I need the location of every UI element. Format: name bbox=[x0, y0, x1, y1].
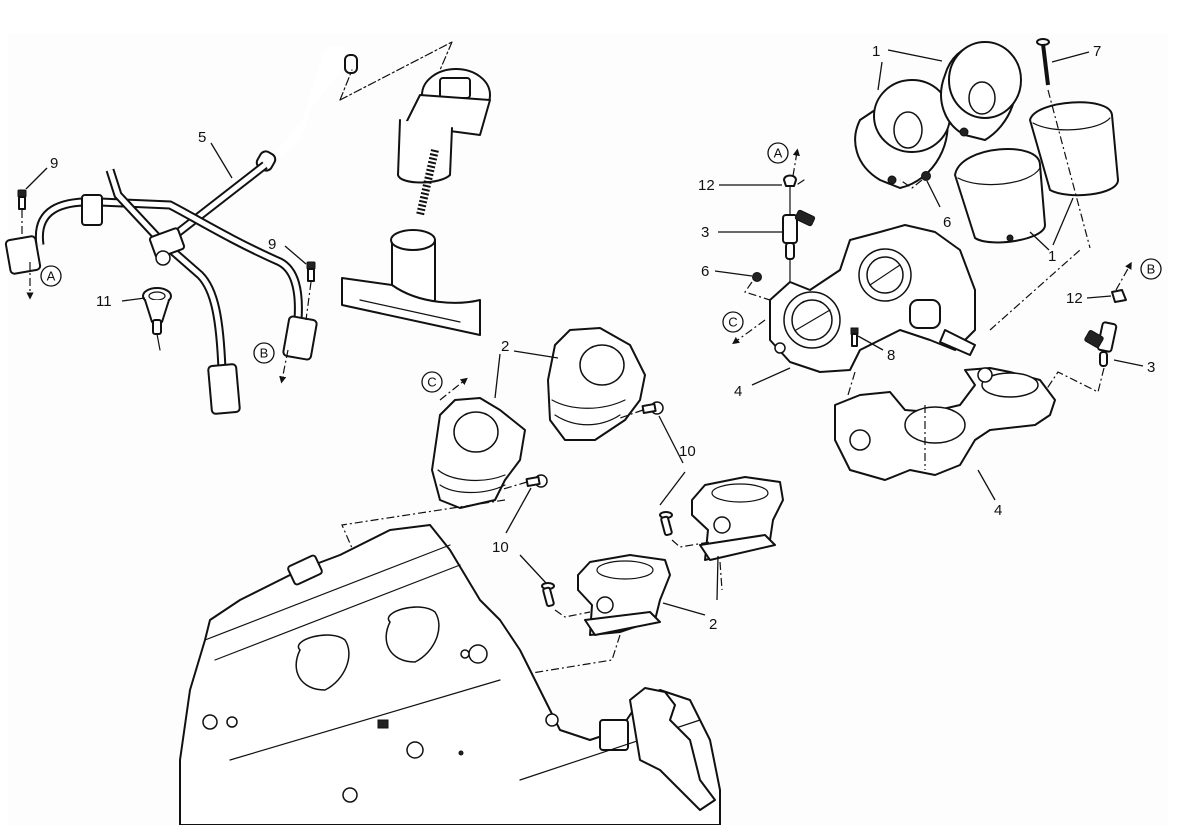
ref-b-rail: B bbox=[253, 342, 275, 364]
svg-text:C: C bbox=[728, 315, 737, 330]
injector-left bbox=[782, 148, 816, 286]
screw-6-lower bbox=[744, 272, 771, 301]
leader-lines bbox=[25, 49, 1144, 616]
callout-12: 12 bbox=[1066, 290, 1083, 307]
ref-b-injector: B bbox=[1140, 258, 1162, 280]
callout-8: 8 bbox=[887, 347, 895, 364]
callout-9: 9 bbox=[268, 236, 276, 253]
cylinder-head bbox=[179, 524, 721, 825]
air-funnel-upper-right bbox=[940, 41, 1022, 141]
svg-text:A: A bbox=[774, 146, 783, 161]
svg-text:C: C bbox=[427, 375, 436, 390]
screw-6-upper bbox=[899, 171, 931, 189]
callout-3: 3 bbox=[1147, 359, 1155, 376]
ref-c-throttle: C bbox=[722, 311, 744, 333]
callout-5: 5 bbox=[198, 129, 206, 146]
callout-11: 11 bbox=[96, 293, 112, 310]
svg-text:A: A bbox=[47, 269, 56, 284]
callout-labels: 1 1 2 2 3 3 4 4 5 6 6 7 8 9 9 10 10 11 1… bbox=[50, 43, 1155, 633]
fuel-pump bbox=[339, 41, 491, 336]
fuel-rail bbox=[4, 45, 358, 415]
ref-c-manifold: C bbox=[421, 371, 443, 393]
callout-9: 9 bbox=[50, 155, 58, 172]
throttle-body-lower bbox=[834, 249, 1081, 481]
fuel-fitting bbox=[142, 287, 172, 351]
callout-10: 10 bbox=[492, 539, 509, 556]
callout-6: 6 bbox=[943, 214, 951, 231]
screw-10-lower-left bbox=[541, 582, 591, 618]
throttle-body-upper bbox=[732, 224, 976, 373]
intake-manifold-lower-left bbox=[577, 554, 671, 636]
intake-manifold-upper-left bbox=[431, 377, 526, 509]
bolt-7 bbox=[1036, 38, 1091, 249]
svg-text:B: B bbox=[260, 346, 269, 361]
screw-10-upper-left bbox=[499, 474, 548, 491]
callout-10: 10 bbox=[679, 443, 696, 460]
screw-9-right bbox=[305, 261, 316, 321]
callout-4: 4 bbox=[994, 502, 1002, 519]
screw-8 bbox=[847, 327, 859, 396]
intake-manifold-upper-right bbox=[547, 327, 646, 441]
air-funnel-lower-left bbox=[954, 148, 1046, 244]
ref-a-injector: A bbox=[767, 142, 789, 164]
callout-3: 3 bbox=[701, 224, 709, 241]
svg-text:B: B bbox=[1147, 262, 1156, 277]
air-funnel-upper-left bbox=[854, 79, 951, 189]
injector-right bbox=[1045, 261, 1132, 393]
callout-1: 1 bbox=[1048, 248, 1056, 265]
callout-1: 1 bbox=[872, 43, 880, 60]
screw-10-upper-right bbox=[619, 401, 664, 419]
callout-12: 12 bbox=[698, 177, 715, 194]
screw-9-left bbox=[17, 189, 27, 240]
intake-manifold-lower-right bbox=[691, 476, 784, 561]
callout-2: 2 bbox=[501, 338, 509, 355]
callout-7: 7 bbox=[1093, 43, 1101, 60]
screw-10-lower-right bbox=[659, 511, 711, 548]
reference-markers: A B A B C C bbox=[40, 142, 1162, 393]
callout-4: 4 bbox=[734, 383, 742, 400]
callout-2: 2 bbox=[709, 616, 717, 633]
ref-a-rail: A bbox=[40, 265, 62, 287]
air-funnel-lower-right bbox=[1029, 101, 1119, 197]
callout-6: 6 bbox=[701, 263, 709, 280]
